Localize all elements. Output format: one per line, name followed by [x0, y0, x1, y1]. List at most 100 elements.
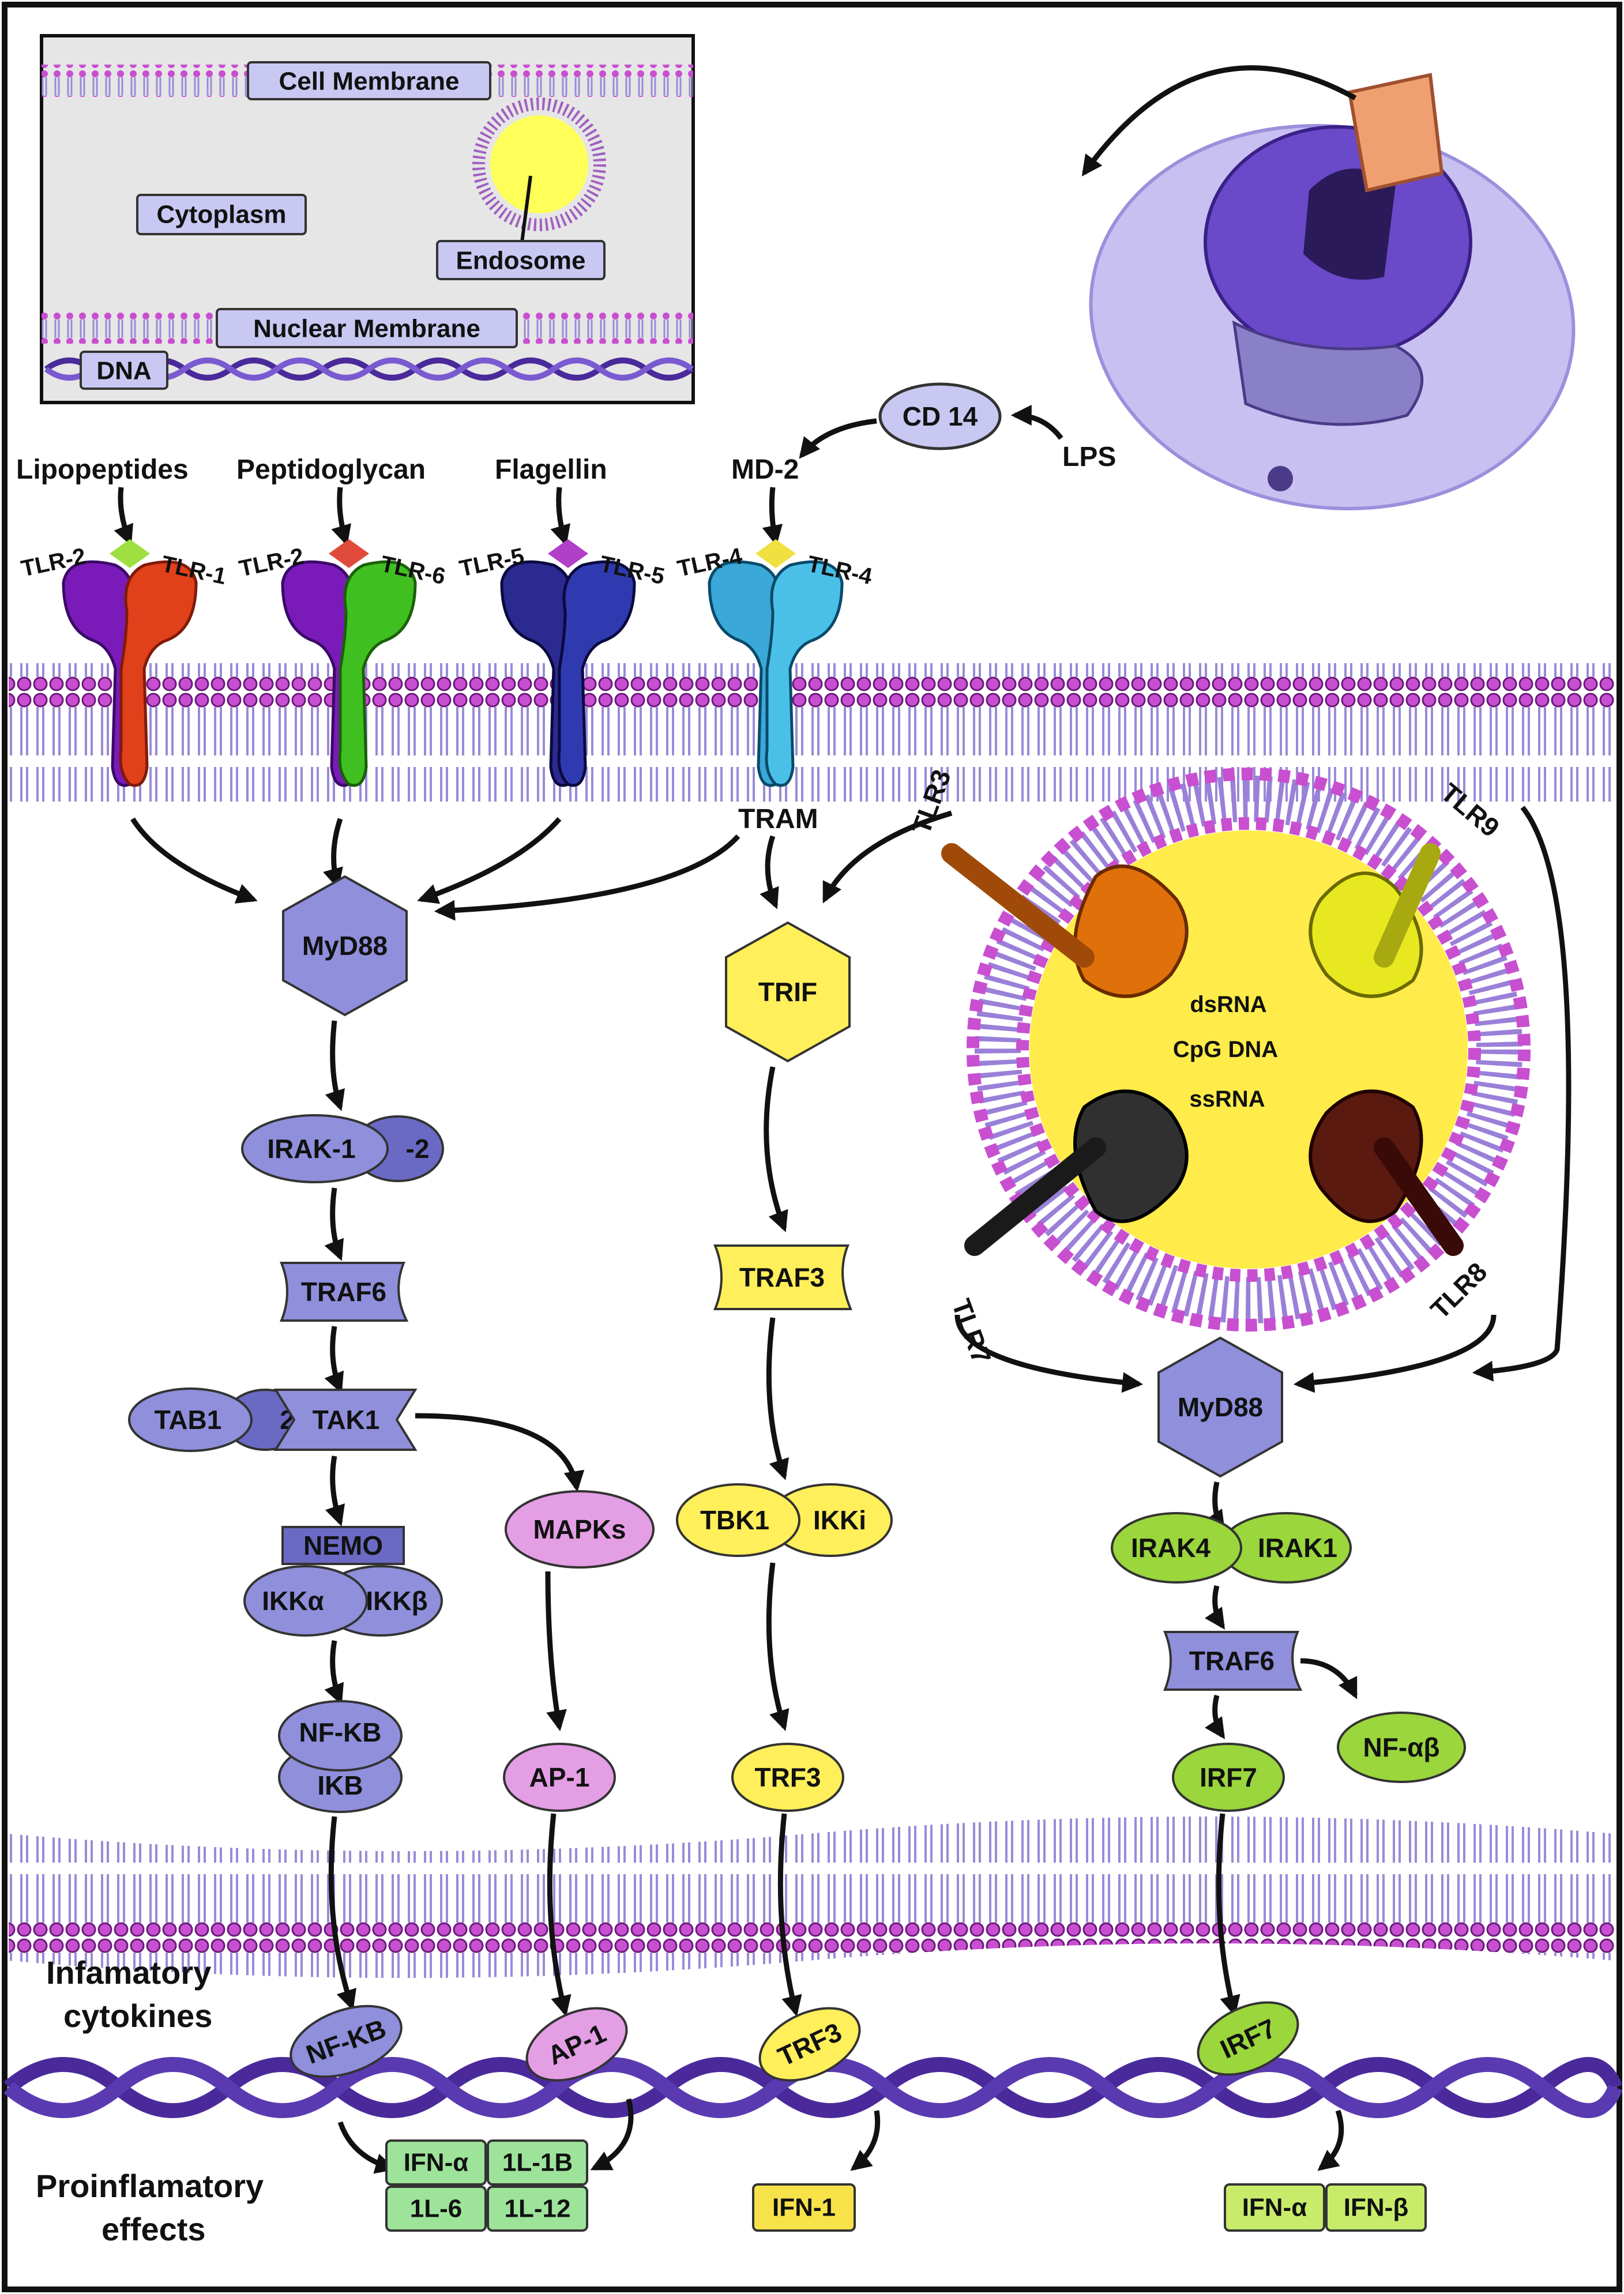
effects-label-line1: Proinflamatory — [36, 2168, 264, 2204]
tlr5-dimer — [500, 539, 636, 787]
traf6-right-label: TRAF6 — [1189, 1646, 1275, 1676]
legend-dna-box — [80, 351, 168, 390]
cell-vesicle — [1268, 466, 1293, 491]
ikki-label: IKKi — [813, 1505, 866, 1535]
nfkb-node — [278, 1700, 403, 1772]
cell-nucleolus — [1303, 168, 1396, 280]
output-il6: 1L-6 — [410, 2195, 462, 2223]
arrow-tlr8-myd88 — [1293, 1314, 1497, 1393]
irf7-nuclear-node — [1197, 2001, 1299, 2076]
zoom-arrow — [1081, 65, 1357, 176]
arrow-myd88-irak — [325, 1020, 345, 1111]
ap1-nuclear-node — [525, 2007, 628, 2082]
output-ifn-alpha2-box — [1224, 2183, 1325, 2232]
cell-illustration — [1081, 65, 1576, 510]
effects-label-line2: effects — [102, 2211, 206, 2247]
tlr5-right — [557, 560, 636, 787]
arrow-traf6-nfab — [1300, 1658, 1358, 1699]
nfkb-nuclear-node — [290, 2005, 403, 2078]
ap1-label: AP-1 — [529, 1762, 590, 1792]
myd88-left-label: MyD88 — [302, 931, 388, 961]
arrow-trif-traf3 — [764, 1066, 788, 1232]
nfab-label: NF-αβ — [1363, 1732, 1440, 1762]
arrow-lps-cd14 — [1010, 405, 1063, 440]
tlr4-right — [765, 560, 844, 787]
arrow-flagellin — [550, 487, 570, 546]
irak4-label: IRAK4 — [1131, 1533, 1211, 1563]
ligand-lipopeptides: Lipopeptides — [16, 454, 189, 485]
irak4-node — [1111, 1512, 1242, 1584]
output-ifn-alpha2: IFN-α — [1242, 2194, 1307, 2222]
irak1-node — [241, 1114, 389, 1183]
ap1-node — [503, 1743, 616, 1812]
tlr1 — [119, 560, 198, 787]
ikkb-label: IKKβ — [366, 1586, 427, 1616]
arrow-tlr26-myd88 — [323, 818, 343, 889]
nuclear-membrane — [9, 1817, 1615, 1978]
cytokine-output-grid: IFN-α 1L-1B 1L-6 1L-12 — [385, 2139, 588, 2232]
traf3-node — [713, 1244, 852, 1310]
tak1-node — [273, 1389, 418, 1451]
arrow-mapks-ap1 — [545, 1571, 567, 1732]
dsrna-label: dsRNA — [1190, 992, 1266, 1017]
arrow-peptidoglycan — [331, 487, 351, 546]
irak1-right-label: IRAK1 — [1258, 1533, 1337, 1563]
arrow-ikk-nfkb — [324, 1640, 344, 1705]
tak1-label: TAK1 — [313, 1405, 380, 1435]
cd14-label: CD 14 — [903, 401, 978, 431]
output-ifn-alpha: IFN-α — [404, 2149, 469, 2177]
tlr7-ectodomain — [1073, 1089, 1189, 1223]
output-ifn-alpha-box — [385, 2139, 487, 2186]
arrow-cd14-md2 — [799, 418, 877, 459]
tlr8-ectodomain — [1309, 1089, 1423, 1223]
endosome-membrane-tails — [975, 776, 1522, 1323]
ligand-flagellin: Flagellin — [495, 454, 607, 485]
arrow-tbk1-trf3 — [766, 1562, 790, 1731]
arrow-tram-trif — [760, 835, 779, 909]
ssrna-label: ssRNA — [1189, 1086, 1265, 1112]
ikka-label: IKKα — [262, 1586, 324, 1616]
arrow-tlr3-trif — [822, 810, 953, 904]
endosome: TLR3 TLR9 TLR7 TLR8 dsRNA CpG DNA ssRNA — [906, 766, 1531, 1367]
legend-nuclear-membrane-box — [216, 308, 518, 348]
legend-endosome-label: Endosome — [456, 247, 586, 275]
tlr3-stalk — [941, 843, 1095, 968]
cell-membrane-cutout — [1347, 73, 1444, 193]
ikka-node — [243, 1565, 368, 1637]
output-il12-box — [487, 2186, 588, 2232]
output-ifn-beta: IFN-β — [1344, 2194, 1408, 2222]
irak1-label: IRAK-1 — [267, 1134, 355, 1164]
trif-label: TRIF — [758, 977, 817, 1007]
arrow-md2 — [762, 487, 783, 547]
flagellin-ligand — [548, 539, 588, 568]
cpg-dna-label: CpG DNA — [1173, 1037, 1278, 1062]
arrow-irak-traf6 — [324, 1187, 344, 1261]
inflammatory-label-line2: cytokines — [63, 1998, 212, 2034]
ligand-lps: LPS — [1062, 442, 1116, 472]
arrow-lipopeptides — [114, 487, 134, 546]
arrow-ap1-nucleus — [547, 1813, 572, 2017]
output-ifn1-box — [752, 2183, 856, 2232]
cell-golgi — [1232, 320, 1424, 426]
arrow-tlr5-myd88 — [417, 817, 562, 904]
legend-endosome-pointer — [520, 175, 532, 243]
legend-endosome-lumen — [490, 115, 588, 213]
tab1-node — [128, 1387, 253, 1452]
trf3-node — [731, 1743, 844, 1812]
cd14-node — [878, 382, 1002, 450]
arrow-tak1-nemo — [325, 1456, 345, 1526]
legend-dna-label: DNA — [96, 357, 151, 385]
irak2-label: -2 — [406, 1134, 430, 1164]
ligand-peptidoglycan: Peptidoglycan — [236, 454, 426, 485]
trf3-label: TRF3 — [755, 1762, 821, 1792]
nfab-node — [1337, 1712, 1466, 1783]
arrow-tlr21-myd88 — [130, 817, 258, 904]
arrow-traf6-irf7 — [1205, 1694, 1225, 1739]
arrow-trf3-ifn1 — [850, 2110, 881, 2171]
arrow-traf6-tak1 — [324, 1326, 344, 1394]
arrow-irf7-ifn — [1317, 2109, 1344, 2171]
arrow-tlr4-myd88 — [434, 834, 740, 921]
legend-cell-membrane-box — [247, 61, 491, 100]
arrow-tlr7-myd88 — [954, 1314, 1144, 1393]
